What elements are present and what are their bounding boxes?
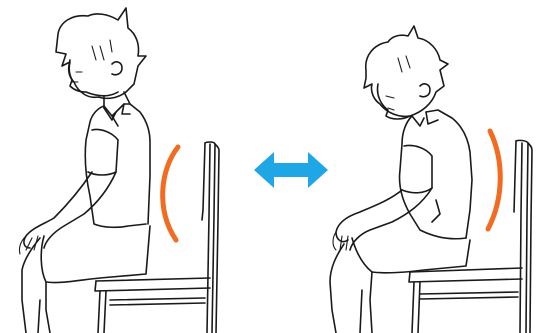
- spine-curve-icon-right: [488, 131, 500, 229]
- head-right: [364, 26, 448, 119]
- head-left: [56, 8, 146, 98]
- torso-right: [399, 110, 472, 239]
- torso-left: [85, 104, 150, 227]
- upright-sitting-person: [19, 8, 219, 333]
- arms-left: [19, 172, 116, 254]
- arms-right: [333, 188, 432, 250]
- chair-left: [95, 142, 219, 333]
- legs-right: [330, 238, 470, 333]
- double-headed-arrow-icon: [254, 152, 328, 188]
- spine-curve-icon: [163, 147, 178, 240]
